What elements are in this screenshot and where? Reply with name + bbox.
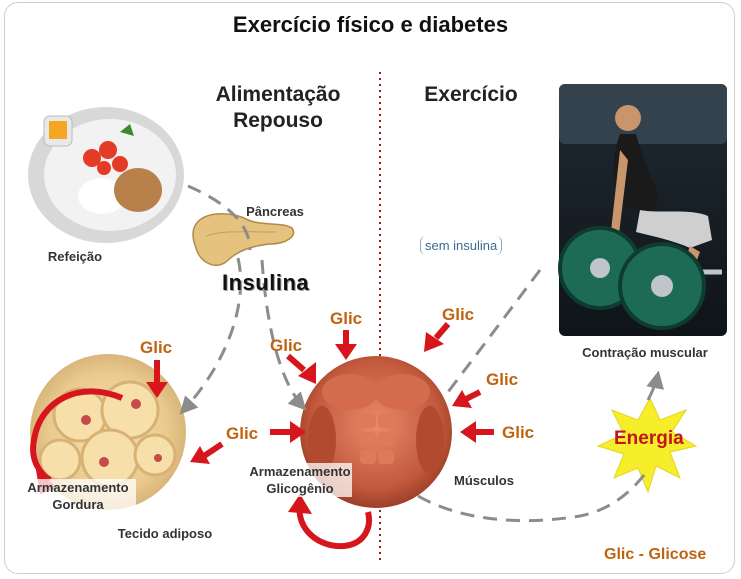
- right-heading: Exercício: [424, 83, 518, 106]
- glucose-arrow-fat-right: [190, 441, 224, 464]
- label-energia: Energia: [614, 428, 684, 449]
- label-refeicao: Refeição: [47, 249, 103, 264]
- glucose-arrow-muscle-right1: [452, 389, 482, 408]
- glucose-arrow-muscle-right2: [460, 421, 494, 443]
- label-tecido-adiposo: Tecido adiposo: [117, 526, 213, 541]
- label-pancreas: Pâncreas: [246, 204, 304, 219]
- glic-label-muscle-topright: Glic: [442, 305, 475, 324]
- left-heading-line1: Alimentação: [215, 83, 341, 106]
- glucose-arrow-muscle-left: [270, 421, 306, 443]
- label-insulina: Insulina: [222, 270, 310, 295]
- fat-cycle-arrow: [30, 388, 124, 483]
- flow-energy-contraction: [646, 370, 664, 401]
- legend-glicose: Glic - Glicose: [604, 546, 707, 563]
- flow-insulin-muscle: [260, 259, 307, 411]
- glucose-arrows: [146, 322, 494, 464]
- left-heading: Alimentação Repouso: [208, 82, 348, 134]
- label-contracao-muscular: Contração muscular: [582, 345, 708, 360]
- label-armazenamento-glicogenio-line1: Armazenamento: [249, 464, 351, 479]
- athlete-deadlift-image: [558, 84, 727, 336]
- glic-label-muscle-right2: Glic: [502, 423, 535, 442]
- label-armazenamento-gordura: Armazenamento Gordura: [20, 479, 136, 513]
- pancreas-icon: [192, 213, 295, 266]
- glic-label-muscle-right1: Glic: [486, 370, 519, 389]
- glucose-arrow-muscle-topleft: [286, 353, 316, 384]
- glucose-arrow-fat-top: [146, 360, 168, 398]
- glic-label-muscle-topleft: Glic: [270, 336, 303, 355]
- label-armazenamento-gordura-line1: Armazenamento: [27, 480, 129, 495]
- glucose-arrow-muscle-topright: [424, 322, 451, 352]
- flow-meal-pancreas: [187, 184, 252, 251]
- glic-label-fat-right: Glic: [226, 424, 259, 443]
- glic-label-fat-top: Glic: [140, 338, 173, 357]
- glycogen-cycle-arrow: [296, 503, 372, 550]
- dashed-flows: [179, 184, 664, 523]
- meal-plate-icon: [28, 107, 184, 243]
- diagram-frame: [4, 2, 735, 574]
- label-musculos: Músculos: [454, 473, 514, 488]
- glucose-arrow-muscle-top: [335, 330, 357, 360]
- label-armazenamento-glicogenio: Armazenamento Glicogênio: [248, 463, 352, 497]
- label-armazenamento-glicogenio-line2: Glicogênio: [266, 481, 334, 496]
- flow-exercise-muscle: [446, 269, 542, 393]
- left-heading-line2: Repouso: [233, 109, 323, 132]
- label-sem-insulina: sem insulina: [420, 236, 503, 255]
- energy-burst-icon: [596, 396, 698, 494]
- diagram-title: Exercício físico e diabetes: [232, 12, 509, 37]
- glycogen-cycle-arrowhead: [288, 494, 312, 514]
- glic-label-muscle-top: Glic: [330, 309, 363, 328]
- label-armazenamento-gordura-line2: Gordura: [52, 497, 104, 512]
- flow-insulin-fat: [179, 257, 243, 415]
